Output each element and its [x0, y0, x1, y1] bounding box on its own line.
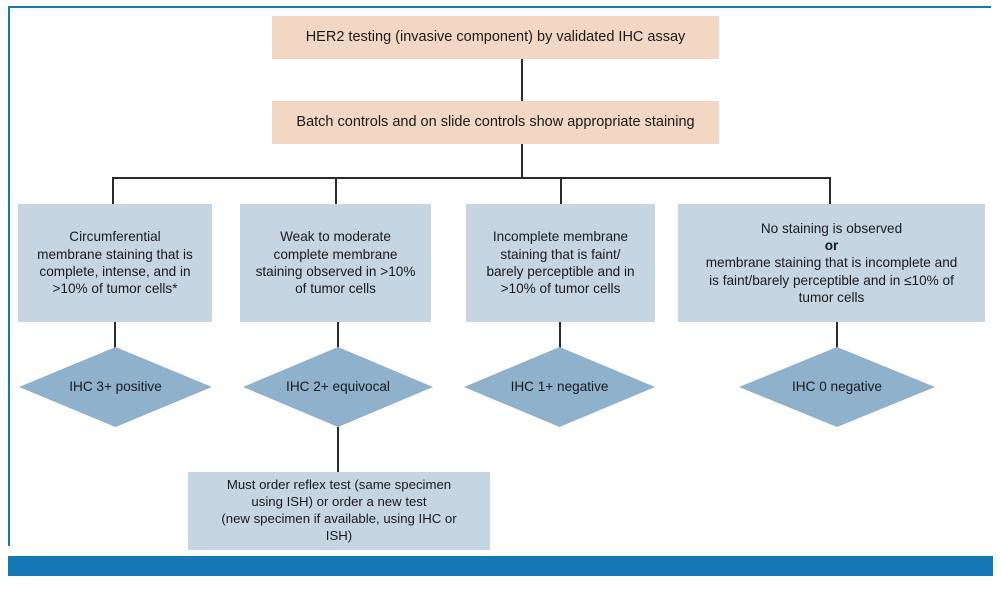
connector-box2-to-diamond2 — [337, 322, 339, 355]
node-reflex-test: Must order reflex test (same specimen us… — [188, 472, 490, 550]
node-criteria-no-staining: No staining is observed or membrane stai… — [678, 204, 985, 322]
connector-box4-to-diamond4 — [836, 322, 838, 355]
node-result-ihc-2-equivocal-label: IHC 2+ equivocal — [286, 379, 390, 395]
frame-mask-bottom — [8, 546, 998, 554]
frame-mask-right — [991, 6, 1001, 550]
connector-horizontal-bus — [112, 177, 831, 179]
node-reflex-test-label: Must order reflex test (same specimen us… — [221, 477, 457, 543]
connector-bus-to-box-1 — [112, 177, 114, 205]
node-result-ihc-3-positive-label: IHC 3+ positive — [69, 379, 162, 395]
node-her2-testing-title: HER2 testing (invasive component) by val… — [272, 16, 719, 59]
node-criteria-no-staining-line2: membrane staining that is incomplete and… — [705, 255, 958, 306]
connector-title-to-controls — [521, 59, 523, 101]
node-criteria-weak-moderate: Weak to moderate complete membrane stain… — [240, 204, 431, 322]
node-result-ihc-1-negative-label: IHC 1+ negative — [510, 379, 609, 395]
node-criteria-incomplete-faint-label: Incomplete membrane staining that is fai… — [486, 229, 635, 297]
node-result-ihc-0-negative-label: IHC 0 negative — [792, 379, 882, 395]
connector-bus-to-box-4 — [829, 177, 831, 205]
node-criteria-weak-moderate-label: Weak to moderate complete membrane stain… — [255, 229, 416, 297]
node-criteria-no-staining-conjunction: or — [824, 237, 839, 253]
node-criteria-circumferential: Circumferential membrane staining that i… — [18, 204, 212, 322]
connector-box1-to-diamond1 — [114, 322, 116, 355]
node-her2-testing-title-label: HER2 testing (invasive component) by val… — [305, 29, 686, 46]
connector-bus-to-box-2 — [335, 177, 337, 205]
connector-controls-to-bus — [521, 144, 523, 178]
node-batch-controls: Batch controls and on slide controls sho… — [272, 101, 719, 144]
figure-bottom-bar — [8, 556, 993, 576]
node-criteria-no-staining-line1: No staining is observed — [760, 220, 903, 236]
node-criteria-incomplete-faint: Incomplete membrane staining that is fai… — [466, 204, 655, 322]
connector-box3-to-diamond3 — [559, 322, 561, 355]
connector-diamond2-to-reflex — [337, 427, 339, 472]
connector-bus-to-box-3 — [560, 177, 562, 205]
node-batch-controls-label: Batch controls and on slide controls sho… — [296, 114, 695, 131]
node-criteria-circumferential-label: Circumferential membrane staining that i… — [37, 229, 193, 297]
